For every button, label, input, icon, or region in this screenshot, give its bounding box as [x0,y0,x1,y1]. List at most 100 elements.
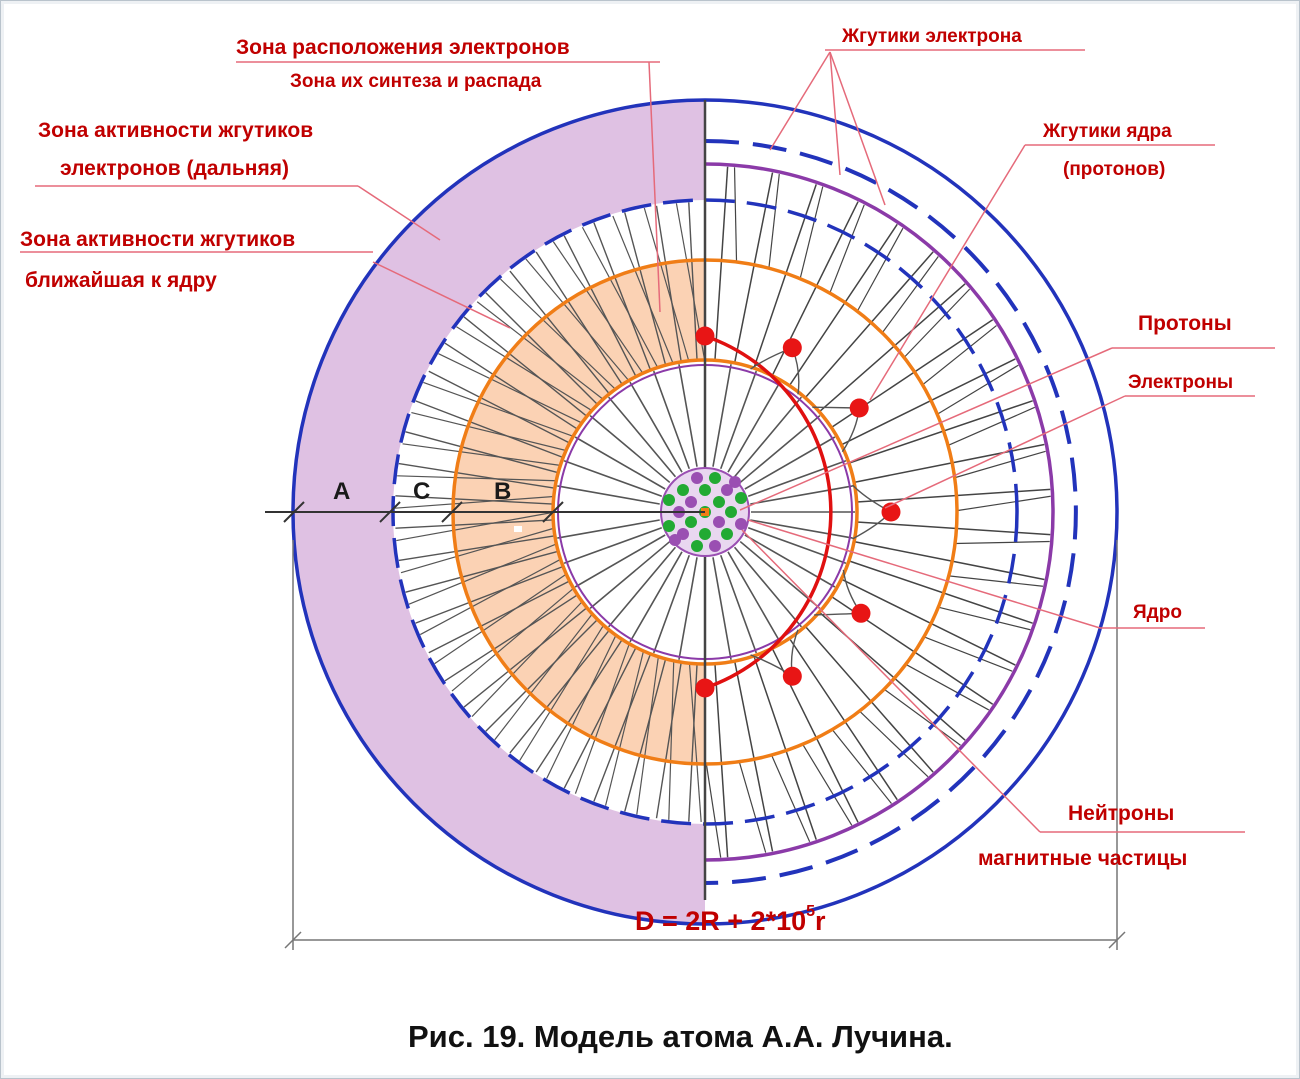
right-spoke [788,223,898,387]
right-spoke [903,288,971,358]
left-spoke [419,558,561,636]
inner-spoke [712,364,732,467]
inner-spoke [652,554,691,654]
right-spoke [831,729,892,804]
label-neutrons-sub: магнитные частицы [978,847,1187,870]
left-spoke [552,241,644,374]
neutron-dot [663,494,675,506]
left-spoke [405,550,559,593]
left-spoke [688,663,698,822]
right-spoke [804,625,934,773]
inner-spoke [727,551,781,643]
neutron-dot [699,528,711,540]
left-spoke [624,212,667,366]
right-spoke [938,606,1031,631]
left-spoke [509,629,610,754]
right-spoke [856,521,1051,536]
label-nucleus-flagella-sub: (протонов) [1063,159,1165,180]
neutron-dot [721,484,733,496]
left-spoke [655,205,682,362]
purple-ring [704,162,1055,862]
left-spoke [581,226,659,368]
left-spoke [563,235,637,377]
neutron-dot [709,540,721,552]
right-spoke [714,166,729,361]
right-spoke [770,754,811,843]
right-spoke [922,325,997,386]
right-spoke [956,495,1051,512]
inner-spoke [563,459,663,498]
right-spoke [923,636,1013,672]
left-spoke [563,647,637,789]
right-spoke [905,663,990,711]
left-spoke [400,527,555,574]
right-spoke [840,578,1016,666]
inner-spoke [733,396,803,478]
inner-spoke [607,546,677,628]
inner-spoke [563,526,663,565]
dimension-lines [284,540,1126,950]
left-spoke [395,519,554,529]
zone-a-label: A [333,478,350,505]
neutron-dot [699,484,711,496]
left-spoke [394,495,554,509]
inner-spoke [747,459,847,498]
inner-spoke [750,519,853,539]
proton-dot [849,398,869,418]
neutron-dot [735,518,747,530]
inner-spoke [574,534,666,588]
label-protons: Протоны [1138,312,1232,335]
label-far-zone: Зона активности жгутиков [38,119,313,142]
left-spoke [397,475,557,482]
label-electrons: Электроны [1128,372,1233,393]
neutron-dot [729,476,741,488]
left-spoke [509,270,610,395]
left-spoke [500,278,616,390]
right-spoke [804,251,934,399]
proton-dot [695,678,715,698]
neutron-dot [713,496,725,508]
label-neutrons: Нейтроны [1068,802,1174,825]
left-spoke [415,400,564,459]
left-spoke [655,662,682,819]
figure-caption: Рис. 19. Модель атома А.А. Лучина. [408,1019,953,1054]
left-spoke [485,292,599,406]
label-near-zone-sub: ближайшая к ядру [25,269,217,292]
inner-spoke [678,364,698,467]
protons-group [695,326,901,698]
left-spoke [546,634,617,779]
left-spoke [485,618,599,732]
right-spoke [802,743,853,826]
right-spoke [859,710,929,778]
right-spoke [856,488,1051,503]
left-spoke [535,639,623,773]
inner-spoke [750,485,853,505]
left-spoke [463,607,588,708]
left-spoke [593,222,652,371]
right-spoke [881,256,939,334]
left-spoke [525,258,630,381]
inner-spoke [557,485,660,505]
label-near-zone: Зона активности жгутиков [20,228,295,251]
left-spoke [428,580,570,654]
left-spoke [398,462,555,489]
right-spoke [733,167,738,262]
neutron-dot [685,516,697,528]
right-spoke [818,283,966,413]
neutron-dot [721,528,733,540]
left-spoke [643,207,690,362]
left-spoke [415,565,564,624]
left-spoke [463,316,588,417]
far-flagella-zone [293,100,705,924]
left-spoke [494,613,593,741]
inner-spoke [733,546,803,628]
inner-spoke [629,551,683,643]
inner-spoke [652,370,691,470]
right-spoke [848,560,1033,624]
inner-spoke [747,526,847,565]
left-spoke [668,660,675,820]
proton-dot [782,338,802,358]
zone-c-label: C [413,478,430,505]
proton-dot [782,666,802,686]
